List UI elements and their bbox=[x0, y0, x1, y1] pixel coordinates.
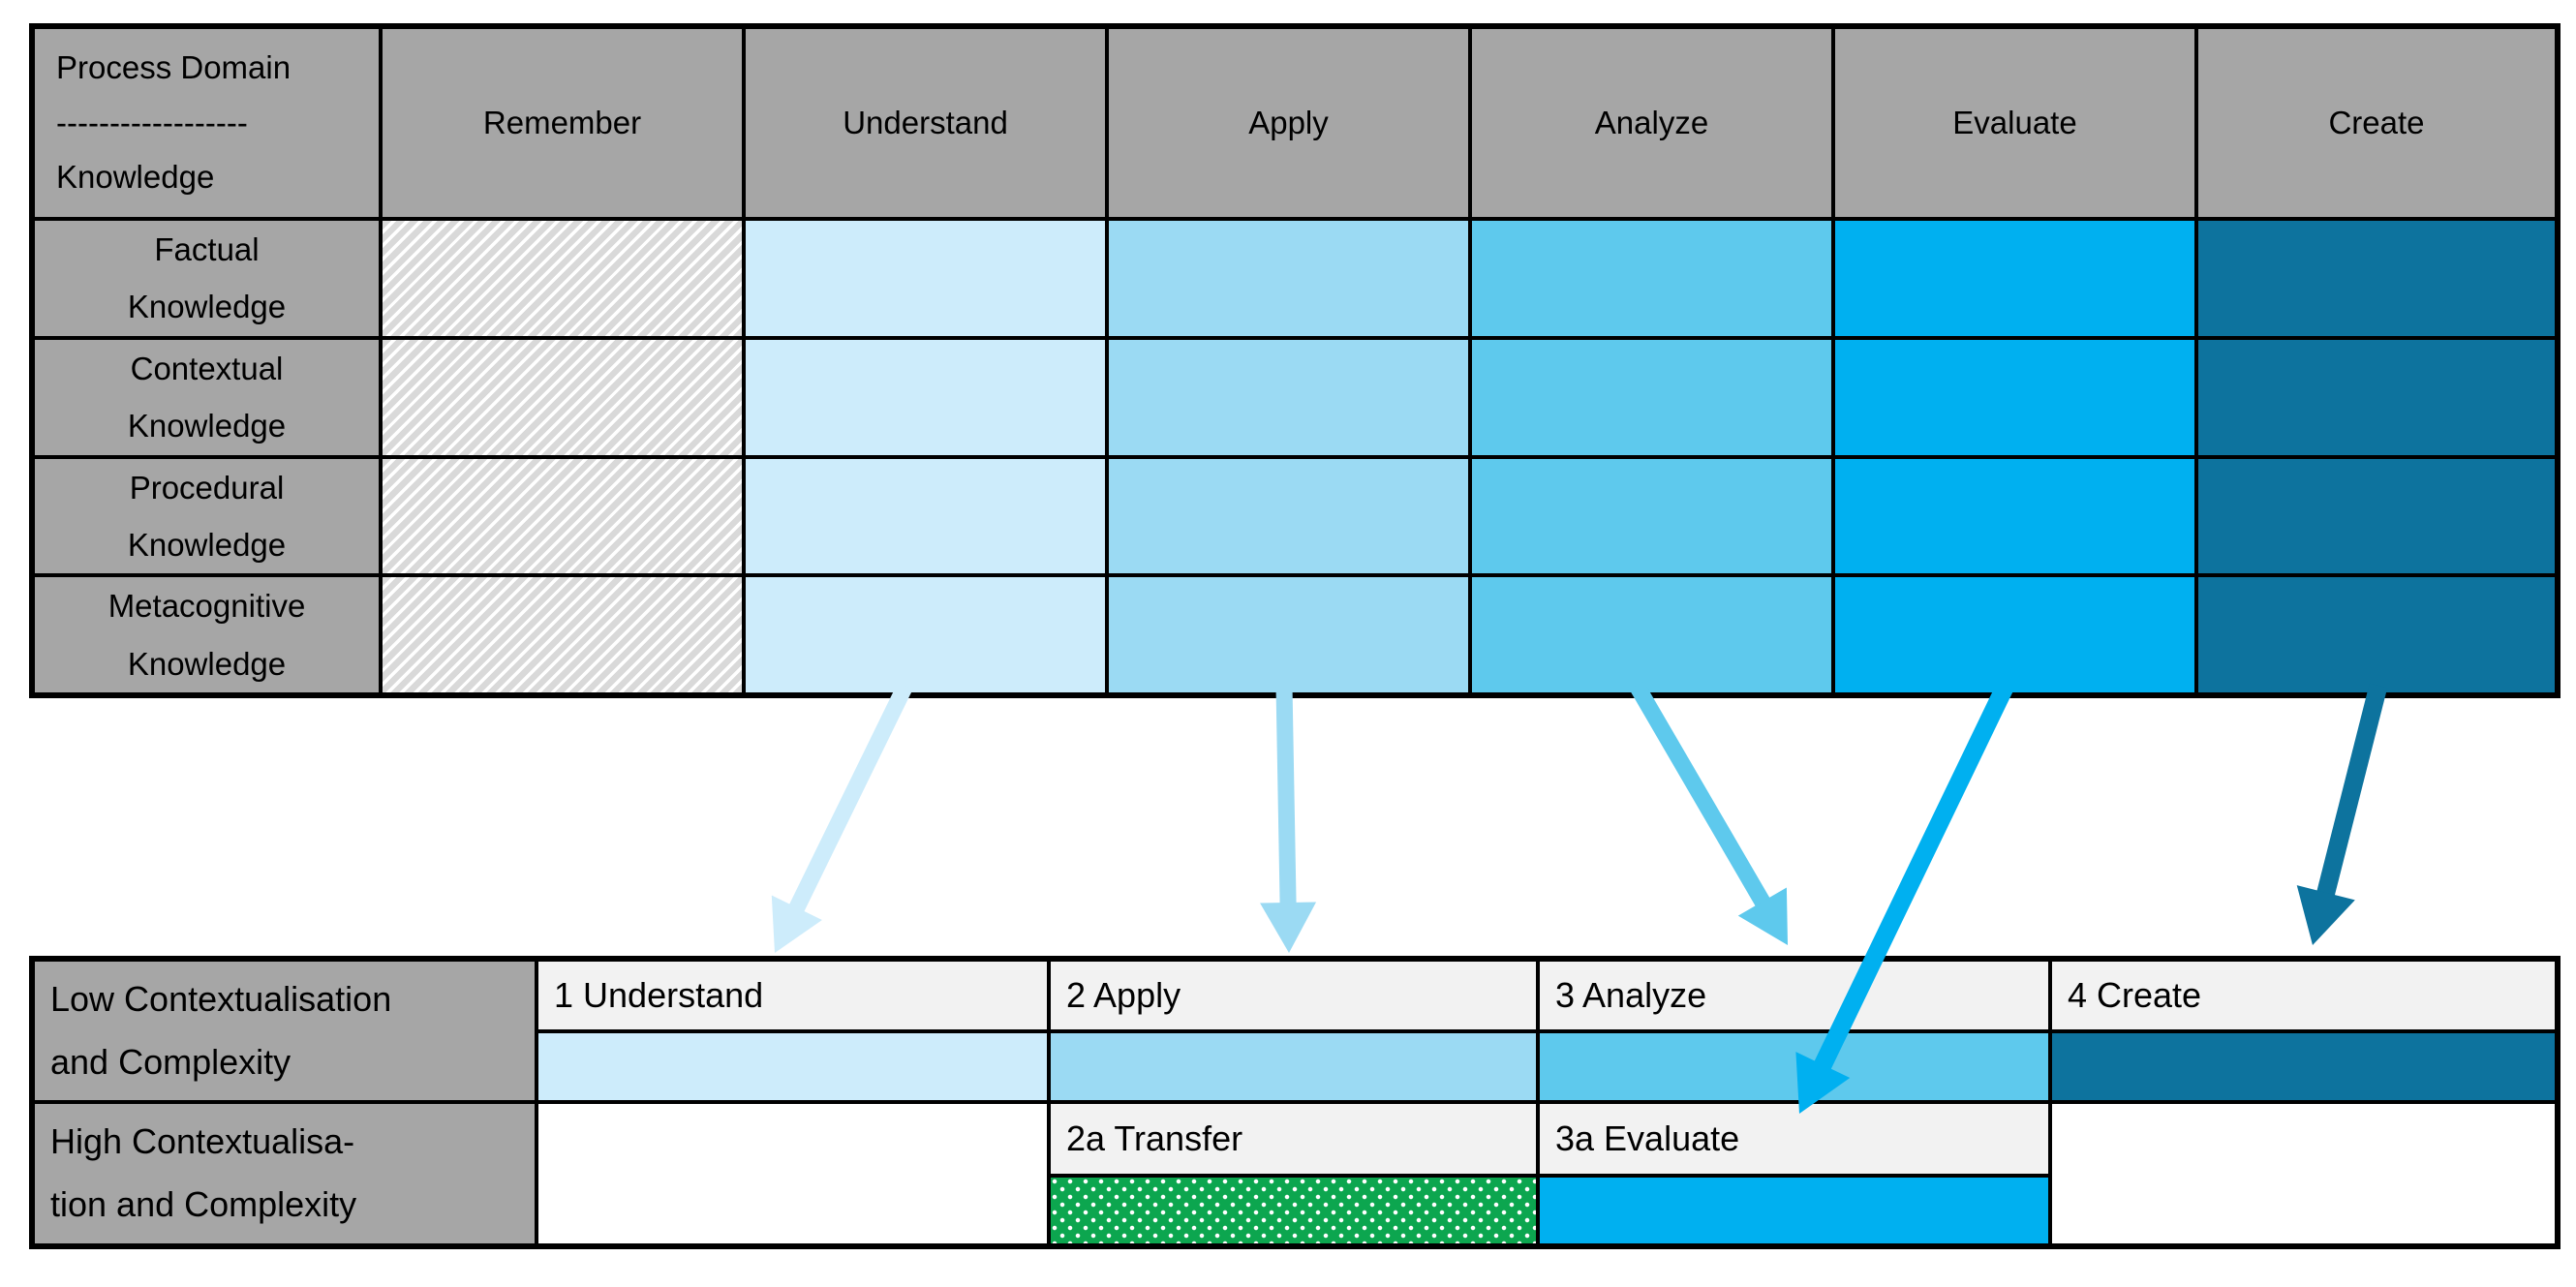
band-label-3a-evaluate: 3a Evaluate bbox=[1536, 1100, 2052, 1178]
column-header-evaluate: Evaluate bbox=[1831, 24, 2198, 221]
cell-metacognitive-analyze bbox=[1468, 573, 1835, 698]
cell-procedural-apply bbox=[1105, 454, 1472, 578]
band-color-analyze bbox=[1536, 1029, 2052, 1104]
cell-procedural-analyze bbox=[1468, 454, 1835, 578]
column-header-remember: Remember bbox=[379, 24, 746, 221]
band-label-4-create: 4 Create bbox=[2048, 957, 2560, 1033]
band-color-create bbox=[2048, 1029, 2560, 1104]
band-label-2a-transfer: 2a Transfer bbox=[1047, 1100, 1540, 1178]
row-label-metacognitive-knowledge: Metacognitive Knowledge bbox=[30, 573, 383, 698]
column-header-create: Create bbox=[2194, 24, 2560, 221]
row-high-headers: High Contextualisa- tion and Complexity … bbox=[30, 1100, 2560, 1248]
band-color-understand bbox=[535, 1029, 1051, 1104]
cell-contextual-understand bbox=[742, 335, 1109, 459]
empty-cell bbox=[535, 1100, 1051, 1248]
cell-factual-create bbox=[2194, 217, 2560, 340]
row-factual: Factual Knowledge bbox=[30, 217, 2560, 340]
apply-arrow bbox=[1260, 685, 1317, 953]
band-label-2-apply: 2 Apply bbox=[1047, 957, 1540, 1033]
band-color-apply bbox=[1047, 1029, 1540, 1104]
column-header-analyze: Analyze bbox=[1468, 24, 1835, 221]
cell-factual-understand bbox=[742, 217, 1109, 340]
band-color-evaluate bbox=[1536, 1174, 2052, 1248]
band-label-1-understand: 1 Understand bbox=[535, 957, 1051, 1033]
row-contextual: Contextual Knowledge bbox=[30, 335, 2560, 459]
row-low-headers: Low Contextualisation and Complexity 1 U… bbox=[30, 957, 2560, 1104]
cell-contextual-analyze bbox=[1468, 335, 1835, 459]
cell-factual-analyze bbox=[1468, 217, 1835, 340]
row-label-low-contextualisation: Low Contextualisation and Complexity bbox=[30, 957, 538, 1104]
row-procedural: Procedural Knowledge bbox=[30, 454, 2560, 578]
row-label-factual-knowledge: Factual Knowledge bbox=[30, 217, 383, 340]
row-metacognitive: Metacognitive Knowledge bbox=[30, 573, 2560, 698]
cell-metacognitive-understand bbox=[742, 573, 1109, 698]
column-header-understand: Understand bbox=[742, 24, 1109, 221]
cell-procedural-understand bbox=[742, 454, 1109, 578]
cell-contextual-apply bbox=[1105, 335, 1472, 459]
cell-factual-evaluate bbox=[1831, 217, 2198, 340]
cell-contextual-evaluate bbox=[1831, 335, 2198, 459]
cell-contextual-remember bbox=[379, 335, 746, 459]
process-knowledge-table: Process Domain ------------------ Knowle… bbox=[29, 23, 2561, 699]
analyze-arrow bbox=[1629, 681, 1788, 945]
cell-procedural-evaluate bbox=[1831, 454, 2198, 578]
create-arrow bbox=[2296, 683, 2388, 945]
cell-metacognitive-create bbox=[2194, 573, 2560, 698]
cell-factual-remember bbox=[379, 217, 746, 340]
cell-metacognitive-apply bbox=[1105, 573, 1472, 698]
cell-factual-apply bbox=[1105, 217, 1472, 340]
cell-procedural-remember bbox=[379, 454, 746, 578]
empty-cell bbox=[2048, 1100, 2560, 1248]
row-label-procedural-knowledge: Procedural Knowledge bbox=[30, 454, 383, 578]
cell-contextual-create bbox=[2194, 335, 2560, 459]
corner-header-cell: Process Domain ------------------ Knowle… bbox=[30, 24, 383, 221]
row-label-contextual-knowledge: Contextual Knowledge bbox=[30, 335, 383, 459]
cell-procedural-create bbox=[2194, 454, 2560, 578]
band-label-3-analyze: 3 Analyze bbox=[1536, 957, 2052, 1033]
understand-arrow bbox=[771, 682, 913, 953]
column-header-apply: Apply bbox=[1105, 24, 1472, 221]
header-row: Process Domain ------------------ Knowle… bbox=[30, 24, 2560, 221]
row-label-high-contextualisation: High Contextualisa- tion and Complexity bbox=[30, 1100, 538, 1248]
band-color-transfer-green bbox=[1047, 1174, 1540, 1248]
contextualisation-table: Low Contextualisation and Complexity 1 U… bbox=[29, 956, 2561, 1249]
row-high-bands bbox=[32, 1174, 2558, 1248]
cell-metacognitive-evaluate bbox=[1831, 573, 2198, 698]
corner-label: Process Domain ------------------ Knowle… bbox=[56, 48, 291, 196]
row-low-bands bbox=[32, 1029, 2560, 1104]
cell-metacognitive-remember bbox=[379, 573, 746, 698]
